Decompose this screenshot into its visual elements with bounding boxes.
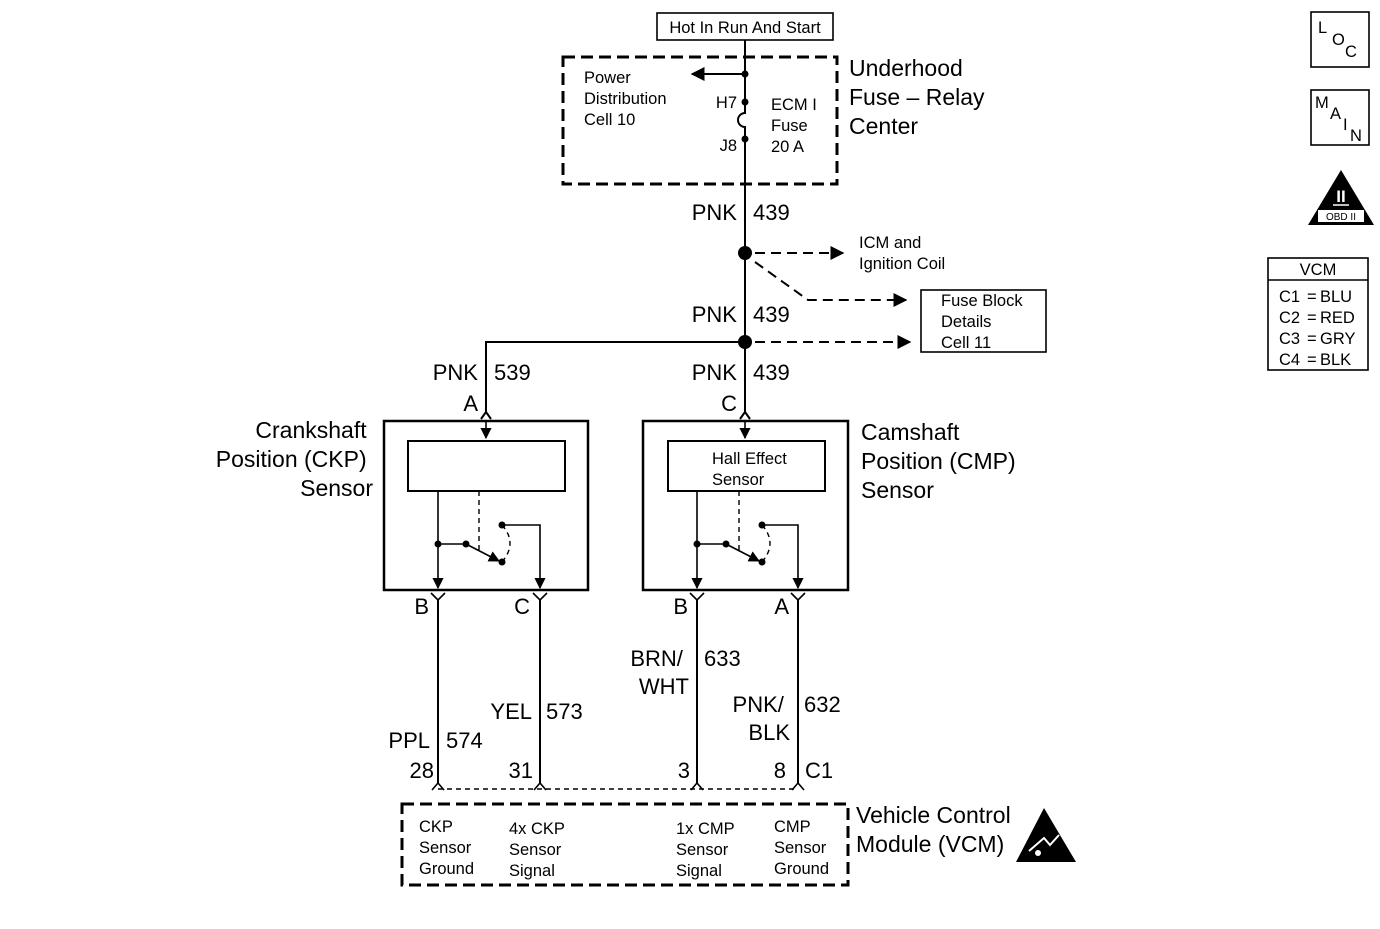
svg-text:574: 574	[446, 728, 483, 753]
svg-text:I: I	[1343, 116, 1348, 134]
underhood-fuse-relay-center: Power Distribution Cell 10 H7 J8 ECM I F…	[561, 40, 991, 186]
ckp-pin-c: C	[514, 594, 530, 619]
svg-text:BRN/ WHT: BRN/ WHT	[630, 646, 689, 699]
vehicle-control-module: CKP Sensor Ground 4x CKP Sensor Signal 1…	[400, 802, 1076, 887]
fuse-symbol	[737, 102, 746, 138]
svg-text:=: =	[1307, 288, 1317, 306]
vcm-title: Vehicle Control Module (VCM)	[856, 802, 1017, 857]
svg-text:M: M	[1315, 94, 1329, 112]
cmp-sensor-title: Camshaft Position (CMP) Sensor	[861, 419, 1022, 503]
svg-text:PNK: PNK	[692, 360, 738, 385]
svg-text:BLK: BLK	[1320, 351, 1351, 369]
ckp-sensor: A Crankshaft Position (CKP) Sensor B C	[216, 391, 590, 619]
svg-text:RED: RED	[1320, 309, 1355, 327]
fuse-relay-center-title: Underhood Fuse – Relay Center	[849, 55, 991, 139]
svg-text:II: II	[1336, 187, 1345, 206]
cmp-pin-a: A	[774, 594, 789, 619]
vcm-pin-3: 3	[678, 758, 690, 783]
fuse-block-details-box: Fuse Block Details Cell 11	[920, 289, 1047, 353]
svg-text:C3: C3	[1279, 330, 1300, 348]
svg-text:PNK/ BLK: PNK/ BLK	[733, 692, 791, 745]
cmp-signal-label: 1x CMP Sensor Signal	[676, 820, 739, 880]
legend-row: C1 = BLU	[1279, 288, 1352, 306]
loc-icon[interactable]: L O C	[1310, 11, 1370, 68]
svg-text:N: N	[1350, 127, 1362, 145]
splice-ckp: PNK 539	[433, 335, 912, 420]
svg-text:=: =	[1307, 330, 1317, 348]
terminal-h7: H7	[716, 94, 737, 112]
svg-text:VCM: VCM	[1300, 261, 1337, 279]
svg-text:C: C	[1345, 43, 1357, 61]
svg-text:Hot In Run And Start: Hot In Run And Start	[669, 19, 821, 37]
power-source-label: Hot In Run And Start	[656, 12, 834, 41]
svg-text:C4: C4	[1279, 351, 1300, 369]
svg-text:633: 633	[704, 646, 741, 671]
svg-text:PNK: PNK	[692, 200, 738, 225]
hall-effect-label: Hall Effect Sensor	[712, 450, 792, 489]
cmp-ground-label: CMP Sensor Ground	[774, 818, 831, 878]
svg-text:GRY: GRY	[1320, 330, 1355, 348]
svg-text:OBD II: OBD II	[1326, 212, 1356, 223]
splice-icm: ICM and Ignition Coil	[738, 234, 945, 307]
cmp-sensor: C Hall Effect Sensor Camshaft Position (…	[641, 391, 1022, 619]
svg-text:C1: C1	[1279, 288, 1300, 306]
ckp-sensor-title: Crankshaft Position (CKP) Sensor	[216, 417, 374, 501]
fuse-label: ECM I Fuse 20 A	[771, 96, 821, 156]
vcm-pin-28: 28	[410, 758, 434, 783]
vcm-pin-31: 31	[509, 758, 533, 783]
svg-text:O: O	[1332, 31, 1345, 49]
svg-text:439: 439	[753, 360, 790, 385]
vcm-wires: PPL 574 YEL 573 BRN/ WHT 633 PNK/ BLK 63…	[388, 592, 841, 791]
svg-text:C2: C2	[1279, 309, 1300, 327]
svg-text:L: L	[1318, 19, 1327, 37]
terminal-j8: J8	[720, 137, 737, 155]
svg-text:439: 439	[753, 302, 790, 327]
icm-label: ICM and Ignition Coil	[859, 234, 945, 273]
cmp-pin-b: B	[673, 594, 688, 619]
legend-row: C3 = GRY	[1279, 330, 1355, 348]
ckp-ground-label: CKP Sensor Ground	[419, 818, 476, 878]
svg-text:PNK: PNK	[692, 302, 738, 327]
svg-text:PPL: PPL	[388, 728, 430, 753]
svg-text:573: 573	[546, 699, 583, 724]
vcm-connector-c1: C1	[805, 758, 833, 783]
svg-text:BLU: BLU	[1320, 288, 1352, 306]
svg-text:Fuse Block Details: Fuse Block Details Cell 11	[941, 292, 1027, 352]
svg-text:539: 539	[494, 360, 531, 385]
ckp-pin-b: B	[414, 594, 429, 619]
esd-warning-icon	[1016, 808, 1076, 862]
svg-text:PNK: PNK	[433, 360, 479, 385]
svg-text:=: =	[1307, 351, 1317, 369]
main-icon[interactable]: M A I N	[1310, 89, 1370, 146]
legend-row: C4 = BLK	[1279, 351, 1351, 369]
svg-text:439: 439	[753, 200, 790, 225]
ckp-pin-a: A	[463, 391, 478, 416]
obd-ii-icon[interactable]: II OBD II	[1308, 170, 1374, 225]
vcm-connector-legend: VCM C1 = BLU C2 = RED C3 = GRY C4 = BLK	[1267, 257, 1369, 371]
svg-text:A: A	[1330, 105, 1341, 123]
cmp-pin-c: C	[721, 391, 737, 416]
main-feed-wire: PNK 439 PNK 439 PNK 439	[692, 139, 790, 420]
svg-text:YEL: YEL	[490, 699, 532, 724]
svg-text:=: =	[1307, 309, 1317, 327]
svg-text:632: 632	[804, 692, 841, 717]
ckp-signal-label: 4x CKP Sensor Signal	[509, 820, 569, 880]
vcm-pin-8: 8	[774, 758, 786, 783]
power-distribution-label: Power Distribution Cell 10	[584, 69, 671, 129]
legend-row: C2 = RED	[1279, 309, 1355, 327]
